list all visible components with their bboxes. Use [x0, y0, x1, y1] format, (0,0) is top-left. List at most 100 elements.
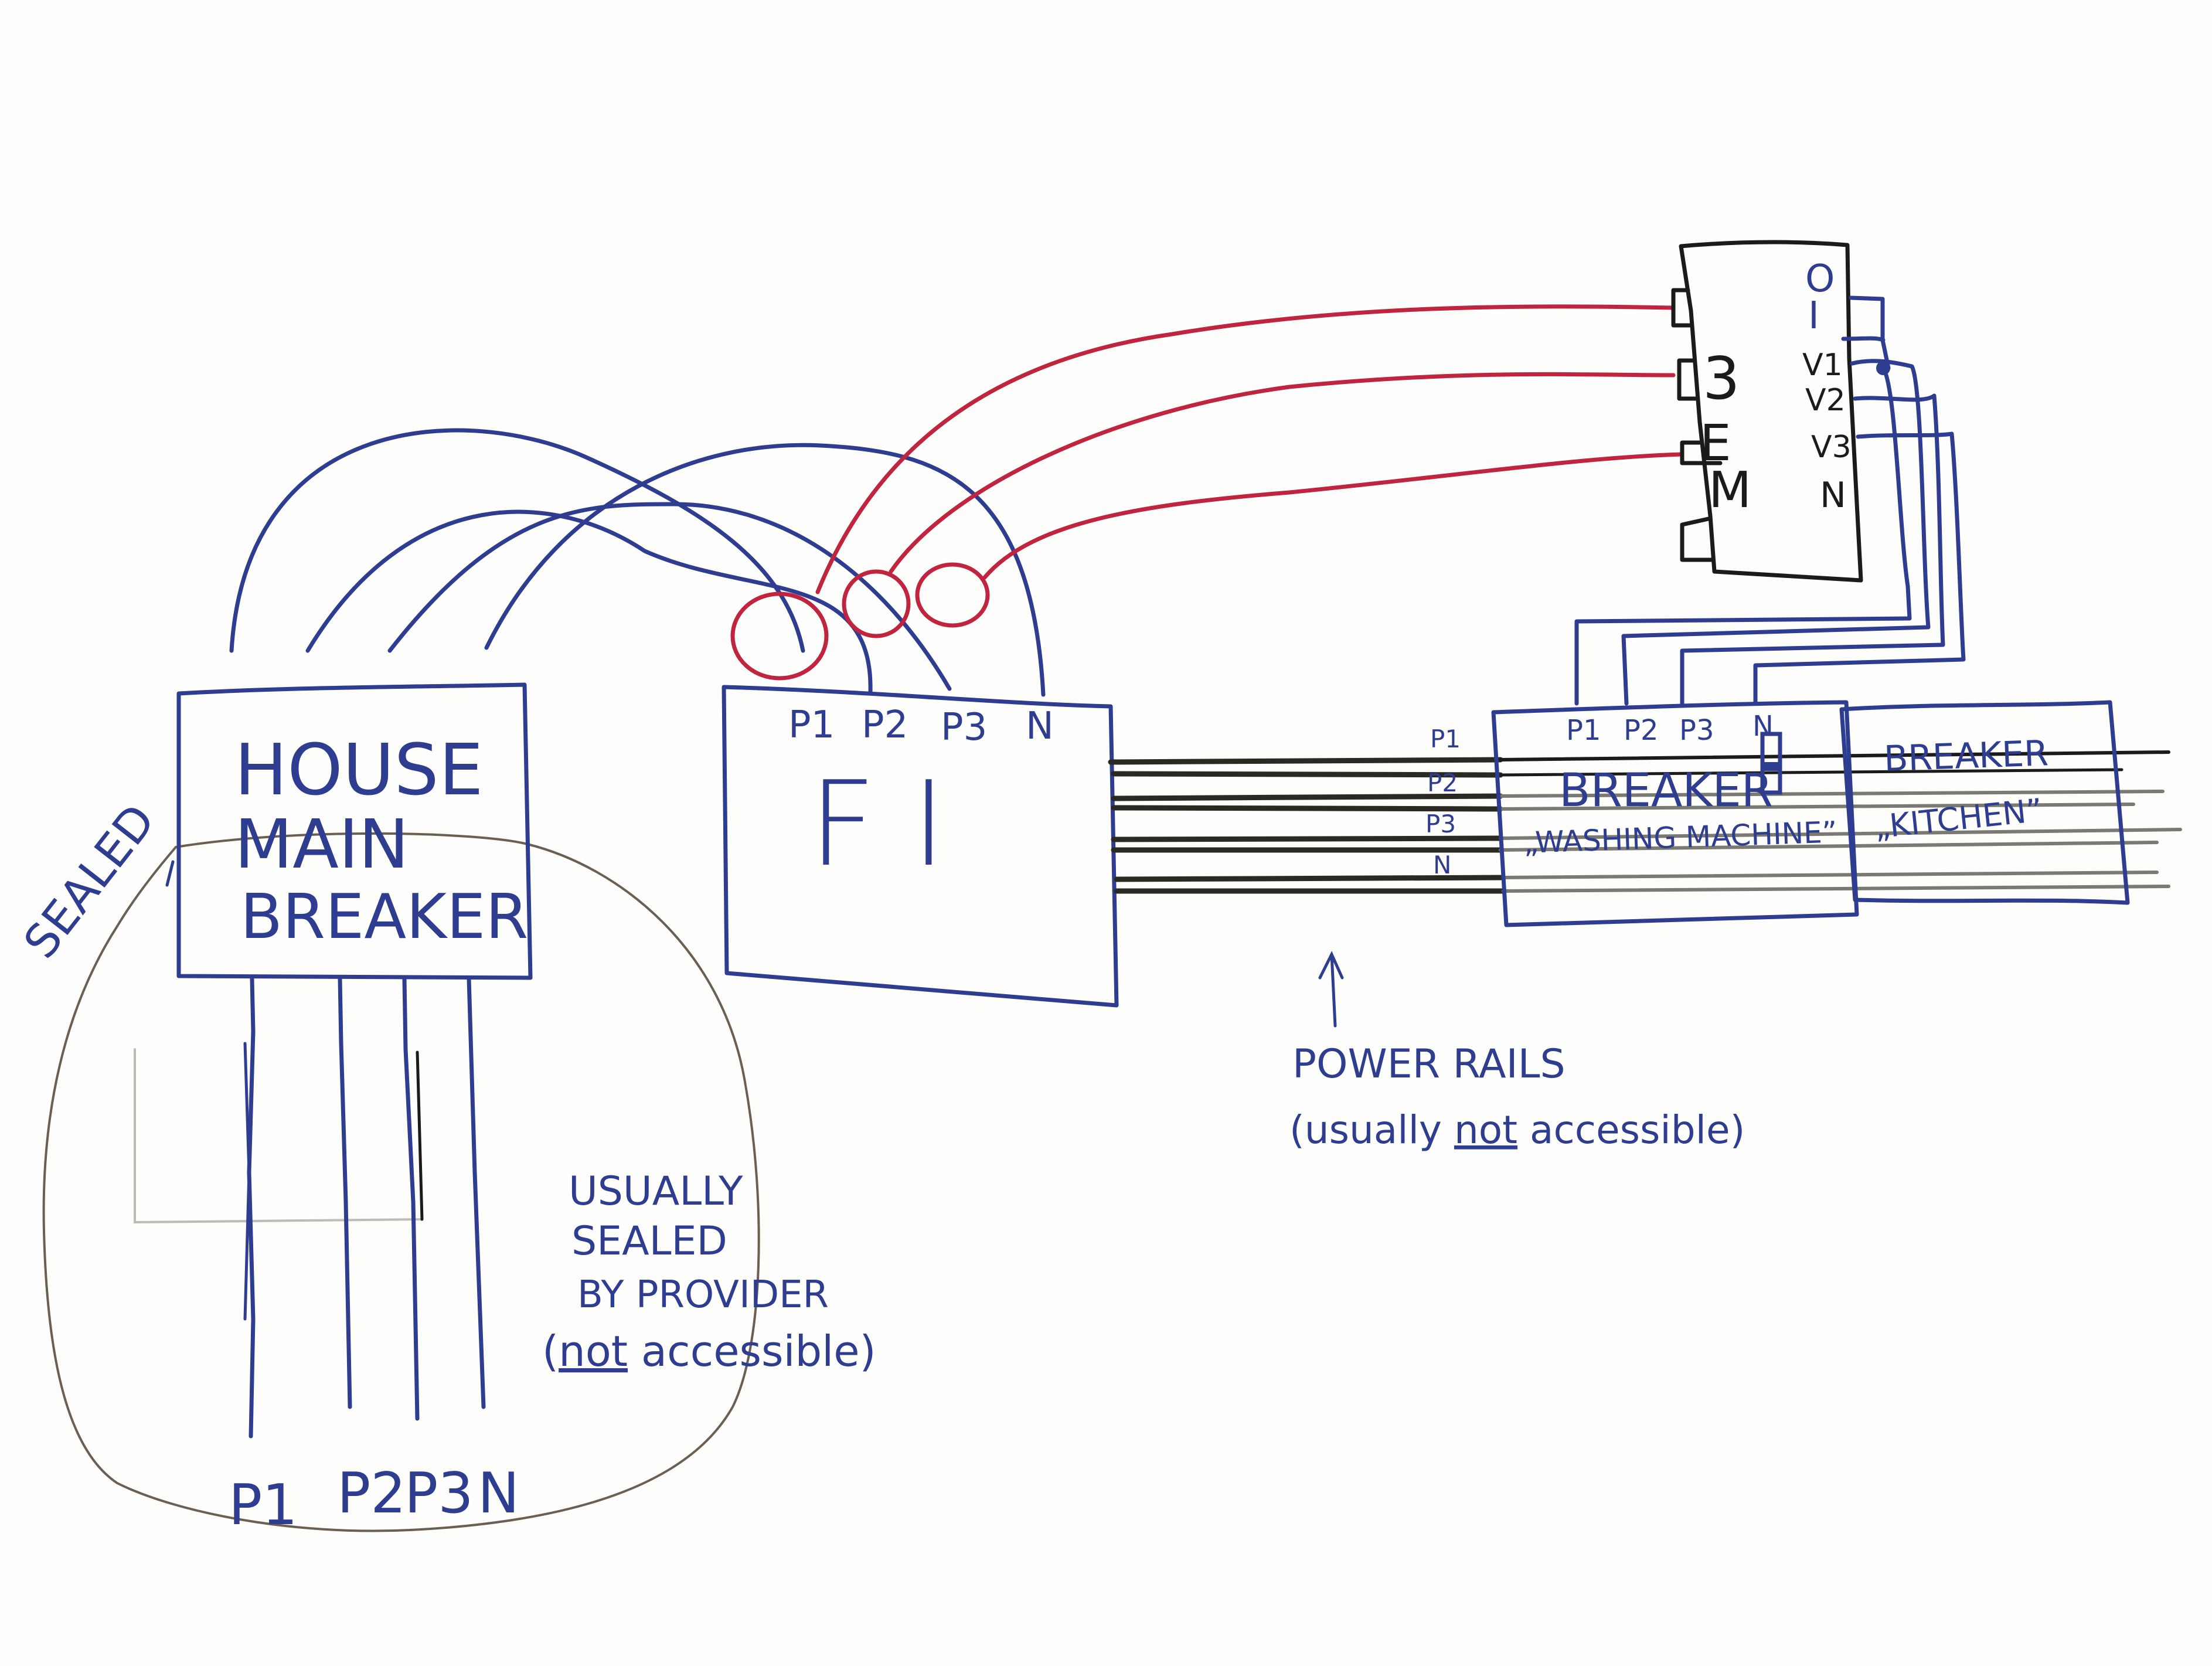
- meter-3em-terminal-v2: V2: [1805, 383, 1846, 418]
- f1-residual-current-device: P1 P2 P3 N FI: [722, 685, 1119, 1008]
- house-main-breaker: HOUSE MAIN BREAKER SEALED: [14, 682, 533, 980]
- sealed-note-rest: accessible): [628, 1327, 876, 1376]
- power-rails-caption-pre: (usually: [1289, 1107, 1454, 1152]
- supply-label-p2: P2: [337, 1461, 406, 1526]
- meter-3em-box: [1679, 240, 1863, 583]
- f1-box: [722, 685, 1119, 1008]
- wire-hmb-f1-p2: [305, 509, 873, 694]
- f1-terminal-p3: P3: [941, 706, 987, 749]
- sealed-label: SEALED: [14, 795, 166, 968]
- f1-terminal-n: N: [1026, 705, 1054, 748]
- sealed-note-line-2: SEALED: [571, 1218, 727, 1264]
- wire-hmb-f1-p1: [229, 428, 805, 653]
- meter-3em-terminal-v1: V1: [1802, 348, 1843, 383]
- breaker-toggle-switch: [1760, 732, 1782, 795]
- breaker-kitchen-box: [1839, 700, 2130, 905]
- breaker-washing-machine-box: [1491, 700, 1859, 927]
- current-clamps: [730, 562, 990, 681]
- arrow-up-icon: [1318, 951, 1344, 1028]
- current-clamp-p1: [730, 591, 829, 681]
- rail-p3-cont-b: [1499, 841, 2159, 852]
- rail-n-cont-b: [1502, 885, 2170, 893]
- sealed-meter-sketch-edge: [416, 1050, 424, 1221]
- supply-terminal-labels: P1 P2 P3 N: [229, 1461, 519, 1538]
- current-clamp-p2: [842, 569, 911, 638]
- power-rails-caption-line-2: (usually not accessible): [1289, 1107, 1745, 1152]
- meter-voltage-wires: [1574, 295, 1966, 706]
- breaker-washing-subtitle: „WASHING MACHINE”: [1523, 815, 1837, 860]
- sealed-note: USUALLY SEALED BY PROVIDER (not accessib…: [542, 1168, 876, 1376]
- rail-p3-a: [1111, 835, 1503, 842]
- meter-3em-terminal-v3: V3: [1811, 430, 1852, 465]
- rail-n-a: [1114, 875, 1506, 882]
- breaker-washing-terminal-p2: P2: [1624, 714, 1658, 747]
- supply-label-p3: P3: [404, 1461, 474, 1526]
- rail-p2-cont-b: [1499, 803, 2135, 811]
- clamp-lead-p1: [815, 304, 1676, 594]
- breaker-toggle-lever: [1764, 762, 1778, 771]
- sealed-note-line-3: BY PROVIDER: [577, 1273, 829, 1317]
- sealed-meter-sketch: [134, 1048, 423, 1224]
- meter-3em-terminal-n: N: [1820, 475, 1846, 516]
- breaker-washing-machine: P1 P2 P3 N BREAKER „WASHING MACHINE”: [1491, 700, 1859, 927]
- incoming-supply-lines: [243, 977, 486, 1439]
- supply-line-n: [467, 977, 486, 1409]
- wire-v3: [1680, 393, 1945, 706]
- rail-label-p1: P1: [1430, 725, 1461, 753]
- f1-terminal-p2: P2: [862, 703, 908, 747]
- f1-terminal-p1: P1: [788, 703, 835, 747]
- meter-3em-port-3: [1680, 440, 1723, 465]
- sealed-arrow: [165, 860, 175, 887]
- rail-labels: P1 P2 P3 N: [1425, 725, 1461, 879]
- house-main-breaker-title-2: MAIN: [234, 805, 409, 884]
- power-rails: [1108, 750, 2182, 894]
- meter-3em-terminal-o: O: [1805, 257, 1835, 301]
- sealed-region-outline: [42, 832, 760, 1532]
- house-main-breaker-title-1: HOUSE: [234, 730, 484, 811]
- supply-line-p1-b: [243, 1042, 251, 1321]
- hmb-to-f1-wires: [229, 428, 1046, 697]
- rail-label-p3: P3: [1425, 810, 1456, 838]
- house-main-breaker-box: [176, 682, 533, 980]
- rail-p1-a: [1108, 757, 1503, 765]
- f1-label: FI: [809, 756, 981, 893]
- meter-3em-label-m: M: [1709, 461, 1751, 519]
- clamp-lead-p2: [889, 372, 1676, 574]
- meter-3em-port-2: [1677, 358, 1699, 401]
- sealed-note-emphasis: not: [559, 1327, 628, 1376]
- meter-3em-terminal-i: I: [1808, 294, 1819, 338]
- sealed-note-line-4: (not accessible): [542, 1327, 876, 1376]
- rail-label-n: N: [1433, 851, 1451, 879]
- rail-p2-a: [1111, 793, 1503, 801]
- current-clamp-p3: [915, 562, 990, 628]
- meter-3em-label-3: 3: [1703, 344, 1740, 413]
- wire-i-bridge: [1849, 295, 1891, 370]
- rail-n-cont-a: [1502, 871, 2159, 879]
- sealed-note-paren: (: [542, 1327, 559, 1376]
- sealed-note-line-1: USUALLY: [569, 1168, 743, 1215]
- wire-v1-down: [1574, 366, 1912, 706]
- meter-3em: 3 E M O I V1 V2 V3 N: [1671, 240, 1863, 583]
- meter-3em-label-e: E: [1700, 414, 1731, 472]
- rail-p3-cont-a: [1499, 828, 2182, 840]
- meter-3em-port-1: [1671, 288, 1693, 328]
- wire-hmb-f1-n: [484, 443, 1046, 697]
- wire-v1: [1841, 336, 1886, 342]
- rail-p2-b: [1111, 805, 1503, 812]
- meter-3em-port-4: [1680, 516, 1714, 562]
- rail-p1-cont-b: [1499, 768, 2123, 777]
- breaker-washing-terminal-p1: P1: [1566, 714, 1601, 747]
- breaker-kitchen: BREAKER „KITCHEN”: [1839, 700, 2130, 905]
- breaker-kitchen-title: BREAKER: [1883, 733, 2049, 780]
- breaker-washing-title: BREAKER: [1559, 764, 1773, 817]
- power-rails-caption: POWER RAILS (usually not accessible): [1289, 951, 1745, 1152]
- rail-p2-cont-a: [1499, 790, 2165, 798]
- rail-p1-b: [1111, 771, 1503, 778]
- rail-label-p2: P2: [1427, 769, 1458, 797]
- house-main-breaker-title-3: BREAKER: [240, 881, 528, 953]
- breaker-kitchen-subtitle: „KITCHEN”: [1873, 791, 2044, 846]
- power-rails-caption-emphasis: not: [1454, 1107, 1517, 1152]
- rail-p1-cont-a: [1499, 750, 2170, 761]
- power-rails-caption-rest: accessible): [1517, 1107, 1745, 1152]
